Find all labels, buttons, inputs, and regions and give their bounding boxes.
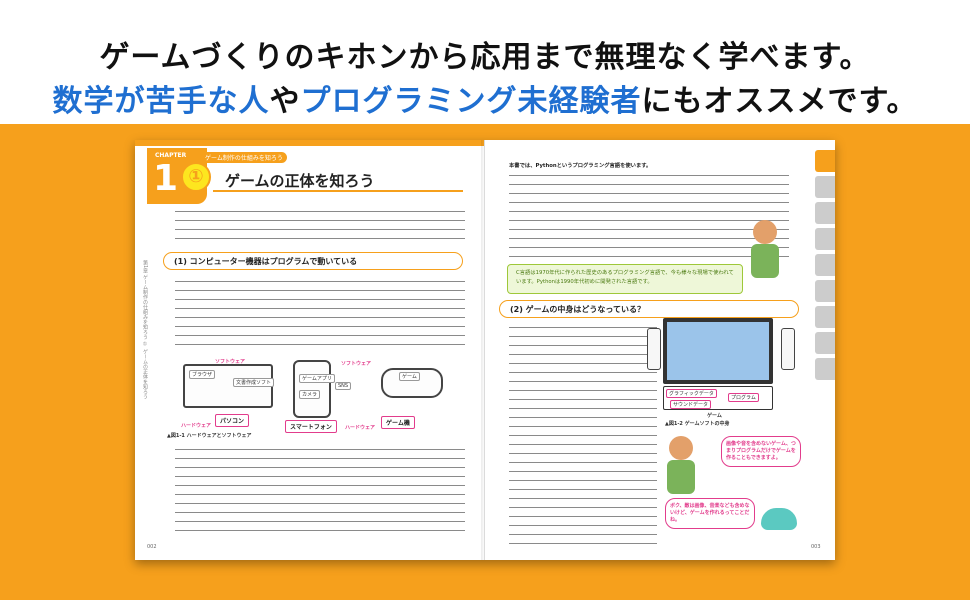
game-contents-box: グラフィックデータ プログラム サウンドデータ	[663, 386, 773, 410]
girl-character-illustration-2	[661, 436, 701, 496]
slime-character-icon	[761, 508, 797, 530]
section-heading-1: (1) コンピューター機器はプログラムで動いている	[163, 252, 463, 270]
chapter-tab	[815, 306, 835, 328]
program-tag: プログラム	[728, 393, 759, 402]
chapter-tab	[815, 254, 835, 276]
figure-caption-1: ▲図1-1 ハードウェアとソフトウェア	[167, 433, 252, 439]
chapter-tabs	[815, 150, 835, 384]
pc-label: パソコン	[215, 414, 250, 427]
lesson-title: ゲームの正体を知ろう	[225, 172, 375, 190]
speech-bubble-2: ボク、敵は画像、音楽なども含めないけど、ゲームを作れるってことだね。	[665, 498, 755, 529]
open-book: CHAPTER 1 ① ゲーム制作の仕組みを知ろう ゲームの正体を知ろう (1)…	[135, 140, 835, 560]
chapter-tab	[815, 176, 835, 198]
character-head-icon	[669, 436, 693, 460]
character-head-icon	[753, 220, 777, 244]
lesson-number: ①	[181, 162, 211, 192]
game-app-tag: ゲームアプリ	[299, 374, 335, 383]
game-tag: ゲーム	[399, 372, 420, 381]
character-body-icon	[751, 244, 779, 278]
chapter-tab	[815, 358, 835, 380]
sound-data-tag: サウンドデータ	[670, 400, 712, 409]
headline-line1: ゲームづくりのキホンから応用まで無理なく学べます。	[99, 40, 871, 75]
headline-banner: ゲームづくりのキホンから応用まで無理なく学べます。 数学が苦手な人やプログラミン…	[0, 0, 970, 132]
left-page: CHAPTER 1 ① ゲーム制作の仕組みを知ろう ゲームの正体を知ろう (1)…	[135, 140, 485, 560]
figure-caption-2: ▲図1-2 ゲームソフトの中身	[665, 421, 730, 427]
camera-tag: カメラ	[299, 390, 321, 399]
headline-part-a: 数学が苦手な人	[52, 84, 270, 119]
chapter-tab-active	[815, 150, 835, 172]
body-text-block	[509, 172, 789, 258]
software-label: ソフトウェア	[215, 359, 246, 365]
game-label-right: ゲーム	[707, 413, 722, 419]
headline-part-d: にもオススメです。	[641, 84, 918, 119]
hardware-label-2: ハードウェア	[345, 425, 376, 431]
chapter-tab	[815, 202, 835, 224]
body-text-block	[175, 446, 465, 536]
note-box: C言語は1970年代に作られた歴史のあるプログラミング言語で、今も様々な現場で使…	[507, 264, 743, 294]
chapter-label: CHAPTER	[155, 152, 187, 159]
headline-part-b: や	[269, 84, 301, 119]
hardware-label: ハードウェア	[181, 423, 212, 429]
chapter-tab	[815, 332, 835, 354]
game-label: ゲーム機	[381, 416, 415, 429]
page-number-left: 002	[147, 544, 157, 550]
side-running-title: 第1章 ゲーム制作の仕組みを知ろう ① ゲームの正体を知ろう	[142, 260, 148, 399]
chapter-tab	[815, 228, 835, 250]
section-heading-2: (2) ゲームの中身はどうなっている？	[499, 300, 799, 318]
note-text: C言語は1970年代に作られた歴史のあるプログラミング言語で、今も様々な現場で使…	[516, 270, 734, 285]
body-text-block	[175, 278, 465, 350]
graphic-data-tag: グラフィックデータ	[666, 389, 717, 398]
title-underline	[213, 190, 463, 192]
top-accent-bar	[135, 140, 484, 146]
character-body-icon	[667, 460, 695, 494]
body-text-block	[175, 208, 465, 244]
speech-bubble-1: 画像や音を含めないゲーム、つまりプログラムだけでゲームを作ることもできますよ。	[721, 436, 801, 467]
software-label-2: ソフトウェア	[341, 361, 372, 367]
chapter-number: 1	[153, 158, 179, 199]
speaker-left-icon	[647, 328, 661, 370]
chapter-kicker: ゲーム制作の仕組みを知ろう	[201, 152, 287, 163]
doc-tag: 文書作成ソフト	[233, 378, 275, 387]
lead-text: 本書では、Pythonというプログラミング言語を使います。	[509, 163, 652, 169]
girl-character-illustration	[745, 220, 785, 280]
body-text-block	[509, 324, 657, 544]
headline-line2: 数学が苦手な人やプログラミング未経験者にもオススメです。	[0, 76, 970, 120]
page-number-right: 003	[811, 544, 821, 550]
phone-label: スマートフォン	[285, 420, 337, 433]
sns-tag: SNS	[335, 382, 352, 390]
hardware-software-diagram: ブラウザ 文書作成ソフト ソフトウェア ゲームアプリ カメラ SNS ソフトウェ…	[175, 358, 455, 433]
chapter-tab	[815, 280, 835, 302]
headline-part-c: プログラミング未経験者	[300, 84, 642, 119]
tv-screen-icon	[663, 318, 773, 384]
smartphone-icon	[293, 360, 331, 418]
browser-tag: ブラウザ	[189, 370, 216, 379]
speaker-right-icon	[781, 328, 795, 370]
right-page: 本書では、Pythonというプログラミング言語を使います。 C言語は1970年代…	[485, 140, 835, 560]
